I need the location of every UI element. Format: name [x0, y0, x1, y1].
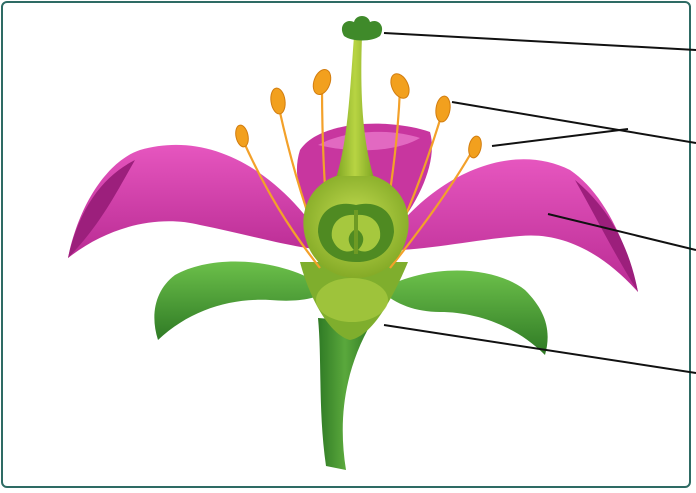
stigma: [342, 16, 382, 41]
sepal-right: [380, 270, 548, 355]
leader-anther-b: [492, 129, 628, 146]
ovary-septum: [354, 210, 358, 254]
stem: [318, 318, 372, 470]
leader-anther-a: [452, 102, 696, 143]
receptacle-highlight: [316, 278, 388, 322]
style: [336, 36, 374, 178]
leader-stigma: [384, 33, 696, 50]
